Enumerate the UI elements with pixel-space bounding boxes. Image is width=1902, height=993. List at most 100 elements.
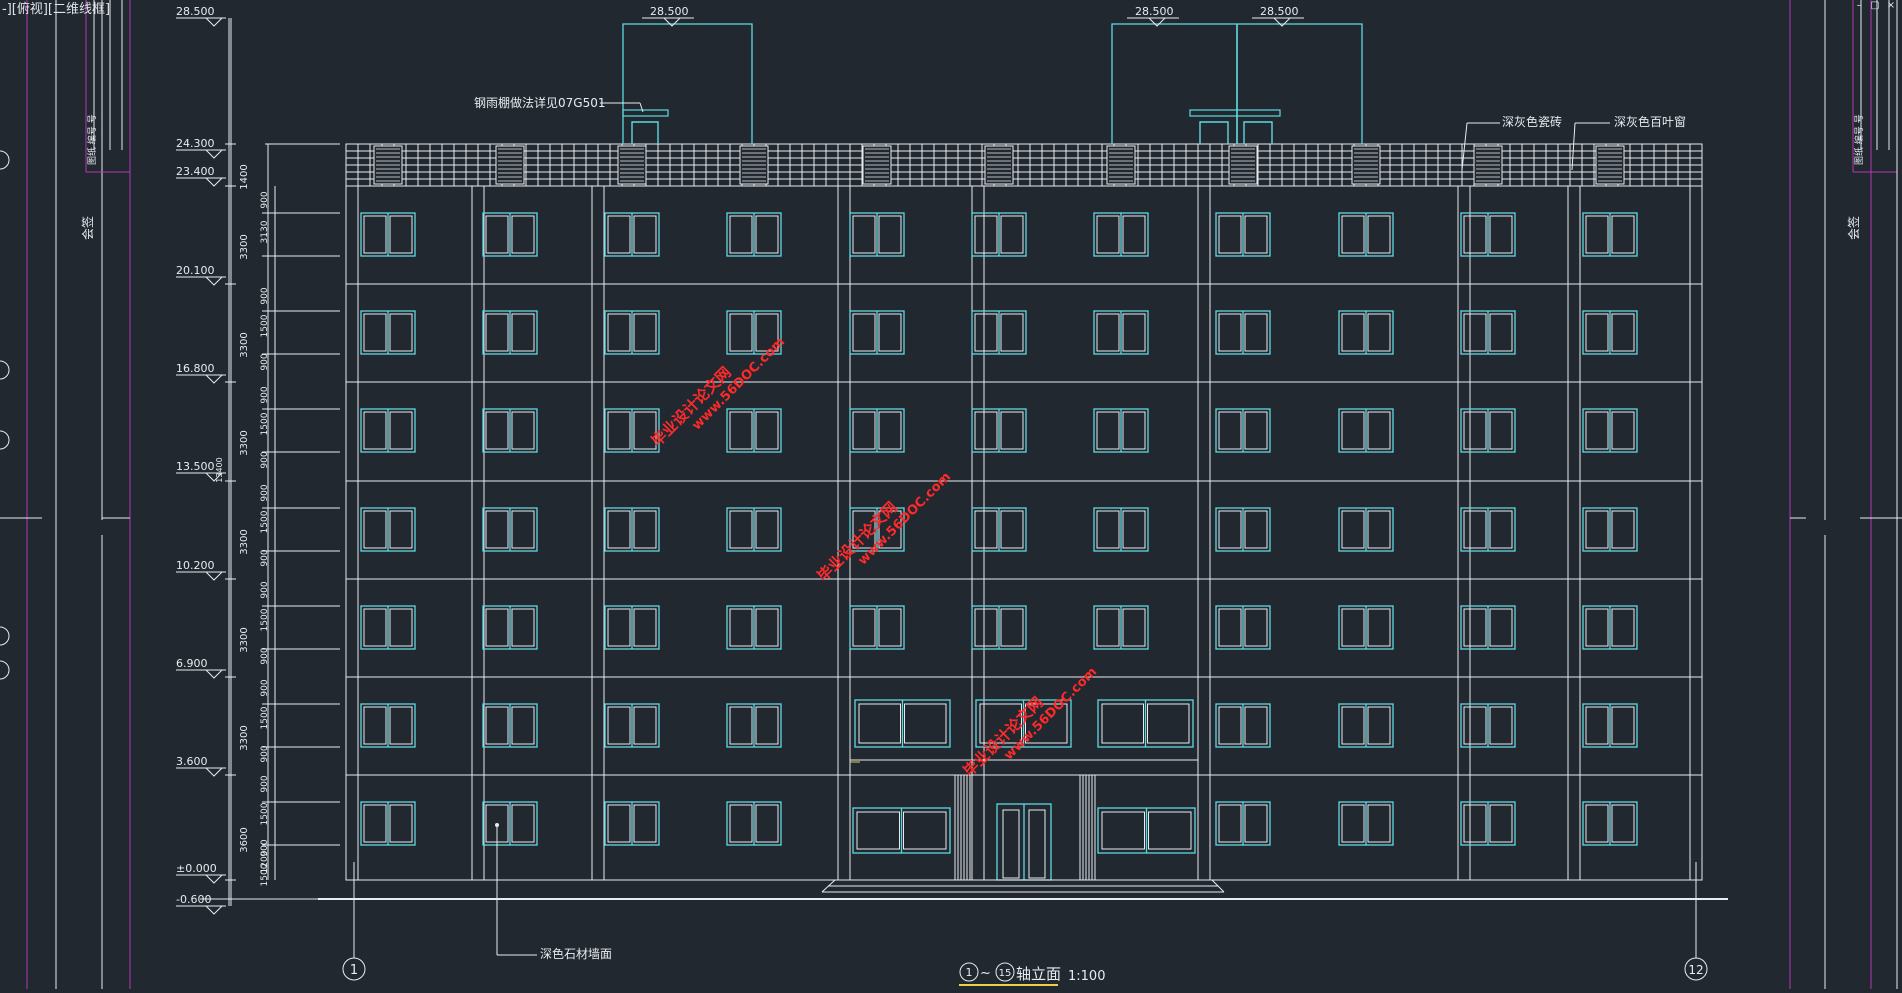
parapet-louver [1595,145,1625,185]
window [1093,212,1149,257]
window [971,310,1027,355]
window-sash [485,510,509,549]
window-sash [1122,510,1146,549]
parapet-louver [862,145,892,185]
parapet-louver [495,145,525,185]
window [604,310,660,355]
window-sash [363,510,387,549]
window-sash [633,608,657,647]
window [360,801,416,846]
elevation-triangle [1148,17,1166,27]
elevation-mark: 6.900 [176,657,226,679]
window-sash [1218,510,1242,549]
window [1582,408,1638,453]
window-sash [755,215,779,254]
roof-door [1199,121,1229,144]
leader-line [639,102,644,113]
dimension-text: 900 [260,745,270,762]
window-sash [1122,411,1146,450]
close-icon[interactable]: × [1886,0,1896,11]
window-sash [607,608,631,647]
lobby-window-upper [854,699,951,748]
leader-dot [495,823,499,827]
window-sash [607,706,631,745]
window-sash [633,804,657,843]
dimension-text: 900 [260,287,270,304]
minimize-icon[interactable]: – [1856,0,1862,11]
window-sash [729,804,753,843]
window-sash [1367,706,1391,745]
window [726,703,782,748]
dimension-text: 3300 [239,430,250,455]
window-sash [485,706,509,745]
window-sash [389,706,413,745]
elevation-text: 28.500 [650,5,689,18]
window [1093,605,1149,650]
window [1338,703,1394,748]
elevation-triangle [205,905,223,915]
window-sash [1367,313,1391,352]
title-block-left[interactable]: 图纸 编号 号 [86,114,98,165]
window [360,408,416,453]
window-sash [1611,215,1635,254]
dimension-text: 3300 [239,529,250,554]
window-sash [363,608,387,647]
window-sash [511,608,535,647]
window-sash [1585,411,1609,450]
window-sash [852,215,876,254]
window-sash [852,510,876,549]
window-sash [1489,215,1513,254]
viewport-label[interactable]: -][俯视][二维线框] [2,2,111,17]
window-sash [607,215,631,254]
window [849,605,905,650]
roof-structure [622,23,753,144]
elevation-mark: 13.500 [176,460,226,482]
window-sash [1341,706,1365,745]
window-sash [363,804,387,843]
window-sash [1122,313,1146,352]
elevation-mark: 28.500 [642,5,694,27]
window-sash [1611,510,1635,549]
window-sash [729,608,753,647]
elevation-triangle [205,767,223,777]
parapet-louver [739,145,769,185]
window-sash [1585,510,1609,549]
window-sash [1000,510,1024,549]
title-tilde: ~ [980,966,991,981]
title-block-right[interactable]: 图纸 编号 号 [1853,114,1865,165]
window [1215,212,1271,257]
elevation-mark: ±0.000 [176,862,226,884]
window [360,703,416,748]
entrance-door [996,803,1052,881]
window-sash [1122,608,1146,647]
window-sash [511,215,535,254]
window-sash [1218,215,1242,254]
parapet-louver [1351,145,1381,185]
dimension-text: 1500 [260,706,270,729]
window-sash [633,706,657,745]
window-sash [1147,703,1190,744]
window [726,605,782,650]
window-sash [1341,313,1365,352]
window [726,801,782,846]
title-axis-bubble [995,962,1015,982]
window-sash [633,313,657,352]
window-sash [485,608,509,647]
lobby-window-upper [1097,699,1194,748]
window-sash [1218,411,1242,450]
window-sash [974,215,998,254]
parapet-louver [373,145,403,185]
window [971,605,1027,650]
window-sash [363,215,387,254]
restore-icon[interactable]: ▢ [1870,0,1880,11]
window [604,507,660,552]
window-sash [1463,411,1487,450]
window [1093,507,1149,552]
window [482,703,538,748]
window-sash [1611,411,1635,450]
door-leaf [1028,809,1046,879]
